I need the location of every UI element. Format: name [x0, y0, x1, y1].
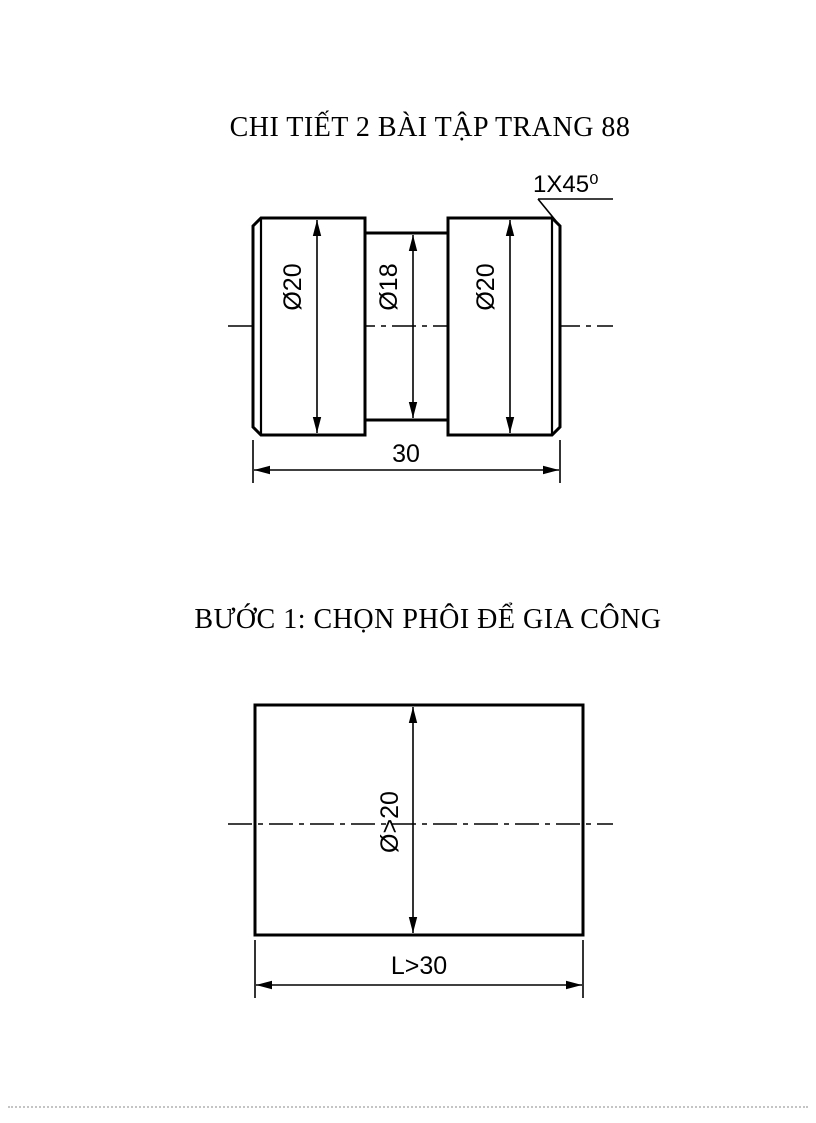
- part-right-block: [446, 216, 562, 437]
- part-dimension-labels: 1X45⁰ Ø20 Ø18 Ø20 30: [279, 171, 599, 468]
- middle-diameter-label: Ø18: [375, 263, 403, 310]
- blank-figure: Ø>20 L>30: [228, 703, 613, 998]
- length-label: 30: [392, 440, 420, 468]
- blank-dimension-labels: Ø>20 L>30: [376, 791, 447, 980]
- part-drawing-title: CHI TIẾT 2 BÀI TẬP TRANG 88: [229, 112, 631, 143]
- step1-title: BƯỚC 1: CHỌN PHÔI ĐỂ GIA CÔNG: [194, 604, 662, 635]
- page-bottom-divider: [8, 1106, 808, 1108]
- blank-outline: [253, 703, 585, 937]
- blank-diameter-label: Ø>20: [376, 791, 404, 853]
- left-diameter-label: Ø20: [279, 263, 307, 310]
- part-figure: 1X45⁰ Ø20 Ø18 Ø20 30: [228, 171, 613, 483]
- blank-length-label: L>30: [391, 952, 447, 980]
- chamfer-leader-diagonal: [537, 198, 557, 222]
- blank-dimension-lines: [254, 707, 584, 998]
- part-left-block: [251, 216, 367, 437]
- chamfer-label: 1X45⁰: [533, 171, 599, 198]
- right-diameter-label: Ø20: [472, 263, 500, 310]
- part-dimension-lines: [252, 198, 613, 483]
